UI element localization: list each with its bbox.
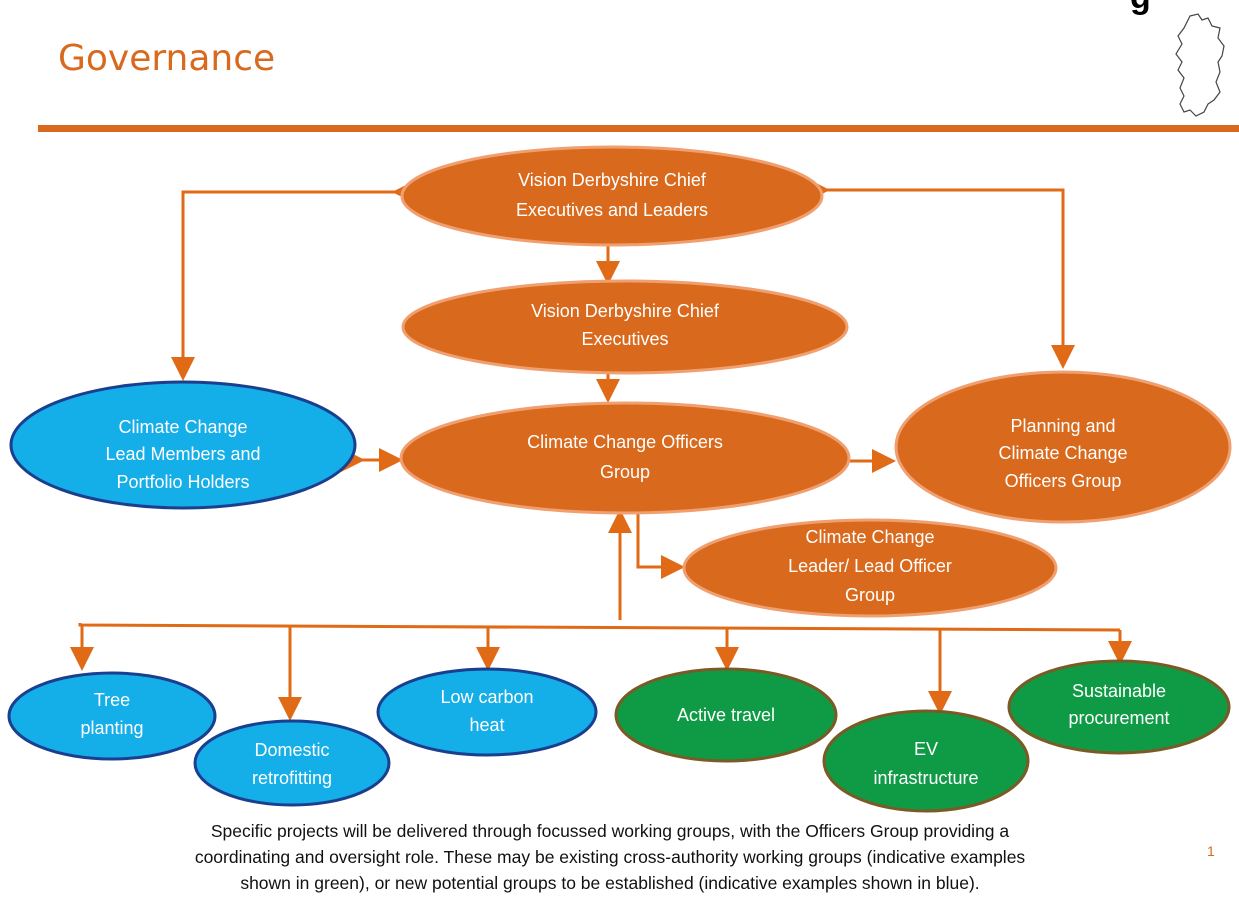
node-active-travel: Active travel [614, 667, 838, 763]
node-active-travel-line1: Active travel [677, 705, 775, 725]
node-chief-execs-leaders-line1: Vision Derbyshire Chief [518, 170, 707, 190]
node-officers-group-line1: Climate Change Officers [527, 432, 723, 452]
node-chief-execs-leaders: Vision Derbyshire Chief Executives and L… [400, 145, 824, 247]
footnote-line-2: coordinating and oversight role. These m… [194, 847, 1026, 867]
node-planning-group: Planning and Climate Change Officers Gro… [894, 370, 1232, 524]
node-leader-group-line2: Leader/ Lead Officer [788, 556, 952, 576]
node-domestic-retrofitting-line1: Domestic [254, 740, 329, 760]
node-low-carbon-heat: Low carbon heat [376, 667, 598, 757]
node-planning-group-line2: Climate Change [998, 443, 1127, 463]
node-chief-execs-line1: Vision Derbyshire Chief [531, 301, 720, 321]
node-leader-group-line3: Group [845, 585, 895, 605]
title-divider [38, 125, 1239, 132]
node-low-carbon-heat-line2: heat [469, 715, 504, 735]
node-domestic-retrofitting-line2: retrofitting [252, 768, 332, 788]
node-domestic-retrofitting: Domestic retrofitting [193, 719, 391, 807]
node-lead-members-line3: Portfolio Holders [116, 472, 249, 492]
node-low-carbon-heat-line1: Low carbon [440, 687, 533, 707]
node-ev-infrastructure-line1: EV [914, 739, 938, 759]
node-sustainable-procurement-line2: procurement [1068, 708, 1169, 728]
node-tree-planting-line1: Tree [94, 690, 130, 710]
node-planning-group-line1: Planning and [1010, 416, 1115, 436]
node-officers-group-line2: Group [600, 462, 650, 482]
node-officers-group: Climate Change Officers Group [399, 401, 851, 515]
page-title: Governance [58, 38, 276, 79]
node-leader-lead-officer-group: Climate Change Leader/ Lead Officer Grou… [682, 518, 1058, 618]
node-planning-group-line3: Officers Group [1005, 471, 1122, 491]
top-right-text: g [1130, 0, 1151, 17]
page-number: 1 [1207, 843, 1215, 859]
node-chief-execs-leaders-line2: Executives and Leaders [516, 200, 708, 220]
edge-leaders-planning [806, 178, 1075, 369]
node-ev-infrastructure-line2: infrastructure [873, 768, 978, 788]
edge-bus [78, 623, 1121, 632]
edge-leaders-lead-members [171, 180, 416, 381]
node-tree-planting-line2: planting [80, 718, 143, 738]
edge-officers-leader-group [626, 491, 685, 579]
node-chief-execs: Vision Derbyshire Chief Executives [401, 279, 849, 375]
node-sustainable-procurement-line1: Sustainable [1072, 681, 1166, 701]
node-lead-members-line2: Lead Members and [105, 444, 260, 464]
node-ev-infrastructure: EV infrastructure [822, 709, 1030, 813]
node-lead-members-line1: Climate Change [118, 417, 247, 437]
node-lead-members: Climate Change Lead Members and Portfoli… [9, 380, 357, 510]
footnote-line-3: shown in green), or new potential groups… [240, 873, 980, 893]
node-chief-execs-line2: Executives [581, 329, 668, 349]
derbyshire-map-icon [1175, 13, 1225, 117]
node-leader-group-line1: Climate Change [805, 527, 934, 547]
footnote-line-1: Specific projects will be delivered thro… [210, 821, 1010, 841]
footnote: Specific projects will be delivered thro… [40, 818, 1180, 896]
node-sustainable-procurement: Sustainable procurement [1007, 659, 1231, 755]
node-tree-planting: Tree planting [7, 671, 217, 761]
